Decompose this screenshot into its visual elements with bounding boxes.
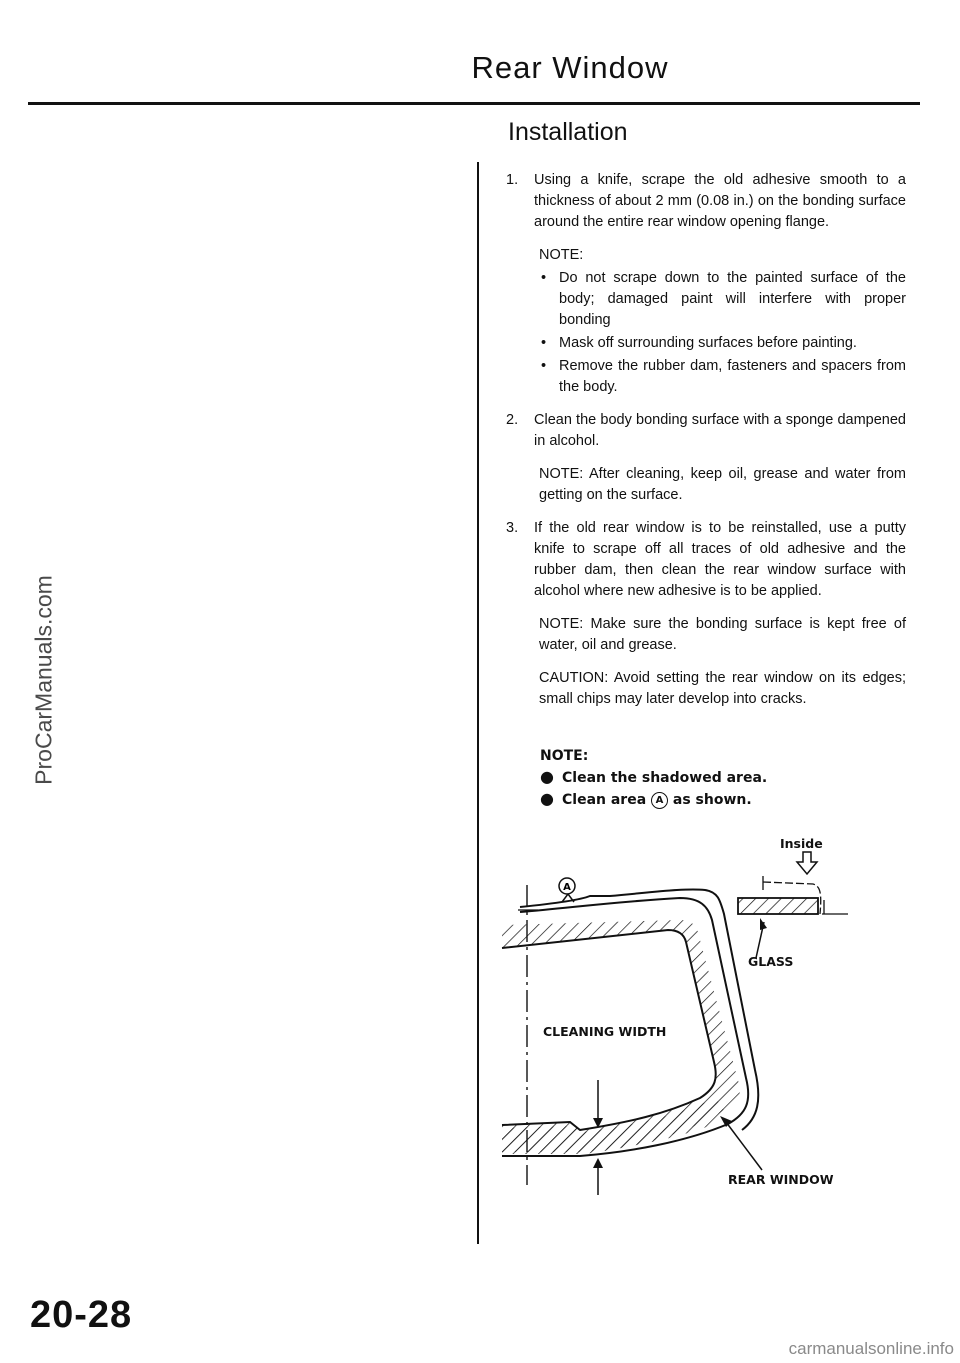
area-a-marker: A bbox=[651, 792, 669, 809]
rear-window-label: REAR WINDOW bbox=[728, 1172, 834, 1187]
step-text: If the old rear window is to be reinstal… bbox=[534, 520, 906, 599]
step-3-caution: CAUTION: Avoid setting the rear window o… bbox=[539, 670, 906, 707]
step-text: Clean the body bonding surface with a sp… bbox=[534, 412, 906, 449]
step-2: 2. Clean the body bonding surface with a… bbox=[506, 410, 906, 452]
area-a-circle bbox=[558, 877, 576, 895]
bullet-icon: • bbox=[541, 270, 547, 286]
rear-window-diagram: A Inside GLASS CLEANING WIDTH REAR WINDO… bbox=[480, 830, 860, 1215]
note-heading: NOTE: bbox=[539, 247, 584, 263]
arrow-head bbox=[720, 1116, 732, 1127]
glass-label: GLASS bbox=[748, 954, 794, 969]
inside-label: Inside bbox=[780, 836, 823, 851]
step-text: Using a knife, scrape the old adhesive s… bbox=[534, 172, 906, 230]
bonding-surface-edge bbox=[501, 928, 717, 1132]
inside-arrow-icon bbox=[795, 851, 819, 876]
step-number: 1. bbox=[506, 172, 519, 188]
column-rule bbox=[477, 162, 479, 1244]
list-item: ● Clean the shadowed area. bbox=[540, 767, 768, 786]
diagram-note: NOTE: ● Clean the shadowed area. ● Clean… bbox=[540, 745, 767, 811]
step-number: 2. bbox=[506, 412, 519, 428]
list-item: •Mask off surrounding surfaces before pa… bbox=[539, 333, 906, 354]
page-title: Rear Window bbox=[471, 50, 669, 85]
shadowed-area-bottom bbox=[502, 1098, 724, 1154]
step-2-note: NOTE: After cleaning, keep oil, grease a… bbox=[539, 466, 906, 503]
rear-window-illustration: A bbox=[501, 851, 848, 1195]
bullet-icon: ● bbox=[540, 767, 554, 786]
footer-watermark: carmanualsonline.info bbox=[788, 1339, 954, 1358]
section-title: Installation bbox=[508, 118, 628, 146]
arrow-head bbox=[593, 1158, 603, 1168]
body-outline bbox=[519, 888, 760, 1131]
list-item: ● Clean area A as shown. bbox=[540, 789, 752, 809]
glass-section bbox=[737, 897, 819, 915]
cleaning-width-label: CLEANING WIDTH bbox=[543, 1024, 667, 1039]
page-number: 20-28 bbox=[30, 1294, 133, 1336]
list-item: •Remove the rubber dam, fasteners and sp… bbox=[541, 358, 906, 395]
diagram-note-heading: NOTE: bbox=[540, 748, 589, 764]
glass-dimension-line bbox=[762, 881, 822, 915]
step-3: 3. If the old rear window is to be reins… bbox=[506, 518, 906, 602]
step-3-note: NOTE: Make sure the bonding surface is k… bbox=[539, 616, 906, 653]
rear-window-leader bbox=[725, 1121, 763, 1171]
step-1-note: NOTE: •Do not scrape down to the painted… bbox=[506, 245, 906, 398]
bullet-icon: • bbox=[541, 358, 547, 374]
bullet-icon: • bbox=[541, 335, 547, 351]
arrow-head bbox=[593, 1118, 603, 1128]
instructions: 1. Using a knife, scrape the old adhesiv… bbox=[506, 170, 906, 722]
step-1: 1. Using a knife, scrape the old adhesiv… bbox=[506, 170, 906, 233]
arrow-head bbox=[760, 918, 767, 930]
area-a-letter: A bbox=[563, 882, 571, 893]
step-number: 3. bbox=[506, 520, 519, 536]
list-item: •Do not scrape down to the painted surfa… bbox=[541, 270, 906, 328]
side-watermark: ProCarManuals.com bbox=[30, 575, 57, 785]
note-bullets: •Do not scrape down to the painted surfa… bbox=[539, 268, 906, 398]
title-rule bbox=[28, 102, 920, 105]
rear-window-edge bbox=[502, 896, 750, 1157]
bullet-icon: ● bbox=[540, 789, 554, 808]
